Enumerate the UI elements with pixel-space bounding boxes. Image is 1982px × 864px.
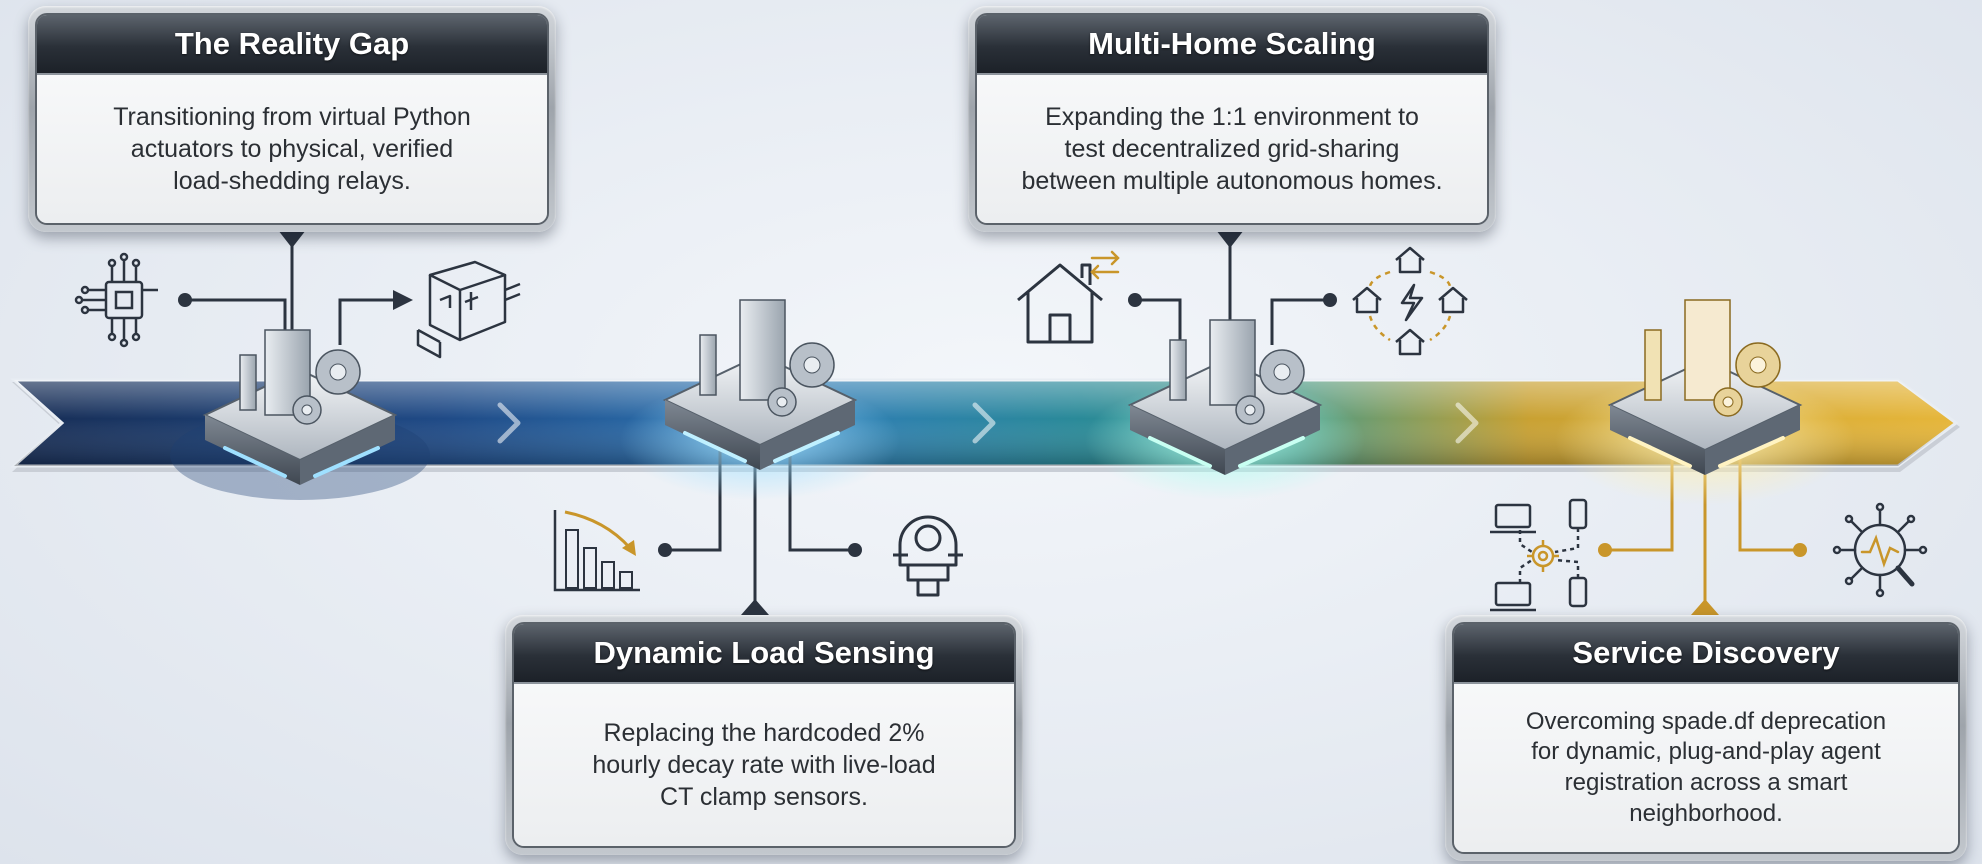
chevron-icon: [972, 402, 996, 444]
relay-icon: [416, 260, 521, 359]
chevron-icon: [497, 402, 521, 444]
card-line: neighborhood.: [1629, 799, 1783, 827]
card-title: The Reality Gap: [37, 15, 547, 75]
house-icon: [1017, 263, 1103, 344]
transfer-arrows-icon: [1090, 250, 1120, 280]
ct-clamp-icon: [893, 515, 963, 597]
card-line: Overcoming spade.df deprecation: [1525, 707, 1887, 735]
server-node-4: [1555, 299, 1855, 505]
card-line: for dynamic, plug-and-play agent: [1531, 738, 1881, 766]
card-line: Transitioning from virtual Python: [113, 103, 471, 131]
card-description: Replacing the hardcoded 2% hourly decay …: [514, 684, 1014, 846]
home-network-icon: [1352, 246, 1468, 356]
card-description: Transitioning from virtual Python actuat…: [37, 75, 547, 223]
server-node-2: [620, 299, 900, 500]
card-line: registration across a smart: [1564, 769, 1848, 796]
server-node-1: [170, 329, 430, 500]
microchip-icon: [74, 252, 158, 348]
card-description: Expanding the 1:1 environment to test de…: [977, 75, 1487, 223]
server-node-3: [1085, 319, 1365, 500]
card-reality-gap: The Reality Gap Transitioning from virtu…: [28, 6, 556, 232]
bar-chart-decline-icon: [553, 510, 640, 592]
card-title: Service Discovery: [1454, 624, 1958, 684]
card-description: Overcoming spade.df deprecation for dyna…: [1454, 684, 1958, 852]
card-title: Dynamic Load Sensing: [514, 624, 1014, 684]
card-line: between multiple autonomous homes.: [1021, 167, 1443, 195]
card-line: Expanding the 1:1 environment to: [1045, 103, 1419, 131]
card-service-discovery: Service Discovery Overcoming spade.df de…: [1445, 615, 1967, 861]
card-line: hourly decay rate with live-load: [592, 751, 936, 779]
card-dynamic-load-sensing: Dynamic Load Sensing Replacing the hardc…: [505, 615, 1023, 855]
card-line: test decentralized grid-sharing: [1064, 135, 1400, 163]
card-line: CT clamp sensors.: [660, 783, 868, 811]
device-network-icon: [1490, 498, 1588, 612]
card-title: Multi-Home Scaling: [977, 15, 1487, 75]
timeline-arrow: [10, 378, 1960, 472]
card-multi-home-scaling: Multi-Home Scaling Expanding the 1:1 env…: [968, 6, 1496, 232]
card-line: load-shedding relays.: [173, 167, 411, 195]
card-line: Replacing the hardcoded 2%: [603, 719, 925, 747]
chevron-icon: [1455, 402, 1479, 444]
waveform-magnifier-icon: [1832, 502, 1928, 598]
card-line: actuators to physical, verified: [130, 135, 454, 163]
